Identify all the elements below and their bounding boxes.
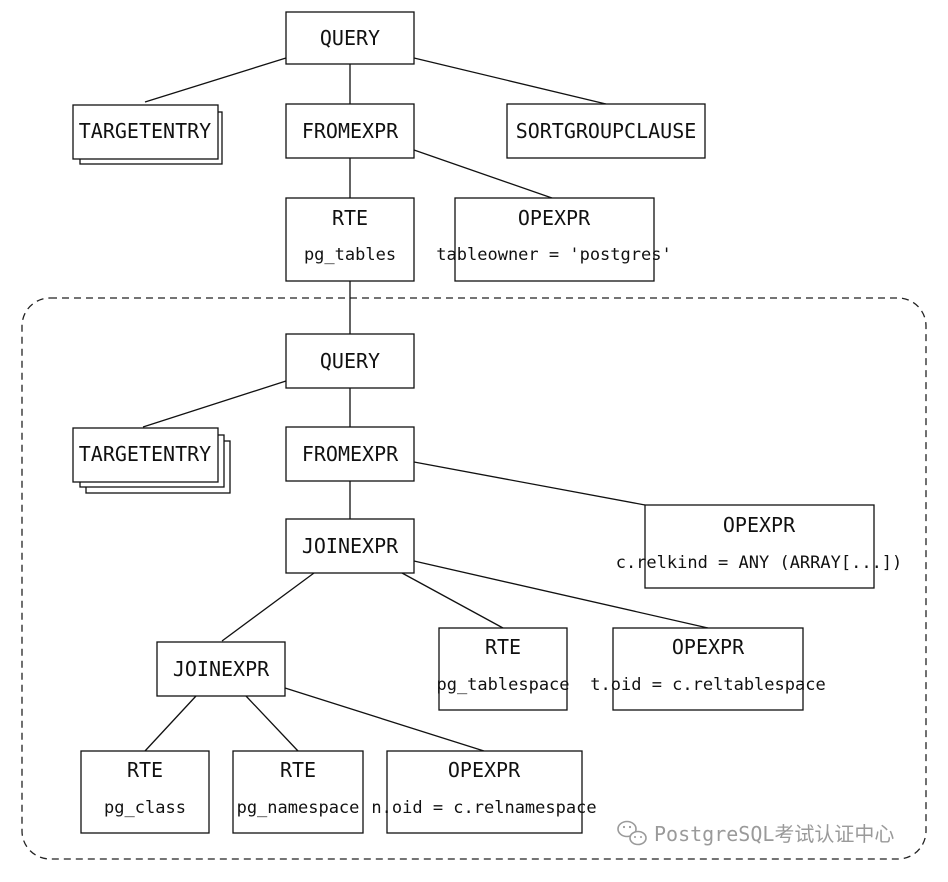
node-subquery-targetentry-label: TARGETENTRY: [79, 442, 211, 466]
node-rte-pg-tablespace: RTE pg_tablespace: [436, 627, 570, 711]
node-rte-title: RTE: [332, 206, 368, 230]
node-opexpr-namespace-title: OPEXPR: [448, 758, 521, 782]
node-rte-tablespace-sub: pg_tablespace: [436, 675, 569, 695]
watermark: PostgreSQL考试认证中心: [617, 820, 894, 846]
node-sortgroupclause: SORTGROUPCLAUSE: [506, 103, 706, 159]
node-opexpr-tablespace: OPEXPR t.oid = c.reltablespace: [590, 627, 826, 711]
node-opexpr-namespace-sub: n.oid = c.relnamespace: [371, 798, 596, 818]
edge-subquery-targetentry: [142, 380, 287, 428]
wechat-icon: [617, 820, 647, 846]
edge-joinexpr-rte-class: [144, 695, 197, 752]
edges-subquery: [142, 380, 709, 752]
node-rte-namespace-sub: pg_namespace: [237, 798, 360, 818]
node-subquery-query-label: QUERY: [320, 349, 380, 373]
node-rte-sub: pg_tables: [304, 245, 396, 265]
node-joinexpr-inner: JOINEXPR: [156, 641, 286, 697]
node-rte-class-title: RTE: [127, 758, 163, 782]
edge-joinexpr-opexpr-tablespace: [413, 560, 709, 629]
node-opexpr-tablespace-sub: t.oid = c.reltablespace: [590, 675, 825, 695]
subquery-frame: [21, 297, 927, 860]
node-targetentry-stack: TARGETENTRY: [72, 104, 223, 165]
node-opexpr-title: OPEXPR: [518, 206, 591, 230]
node-joinexpr-inner-label: JOINEXPR: [173, 657, 270, 681]
edge-joinexpr-opexpr-namespace: [284, 687, 485, 752]
edge-fromexpr-opexpr-relkind: [413, 461, 646, 506]
node-opexpr-tablespace-title: OPEXPR: [672, 635, 745, 659]
node-opexpr-namespace: OPEXPR n.oid = c.relnamespace: [371, 750, 597, 834]
edge-joinexpr-joinexpr: [221, 572, 315, 642]
node-subquery-query: QUERY: [285, 333, 415, 389]
node-opexpr-sub: tableowner = 'postgres': [436, 245, 671, 265]
edge-fromexpr-opexpr: [413, 149, 553, 199]
edge-query-targetentry: [144, 57, 287, 103]
edges-outer: [144, 57, 607, 334]
node-opexpr-tableowner: OPEXPR tableowner = 'postgres': [436, 197, 672, 282]
node-subquery-fromexpr-label: FROMEXPR: [302, 442, 399, 466]
node-joinexpr-top: JOINEXPR: [285, 518, 415, 574]
node-sortgroupclause-label: SORTGROUPCLAUSE: [516, 119, 697, 143]
node-opexpr-relkind: OPEXPR c.relkind = ANY (ARRAY[...]): [616, 504, 903, 589]
node-opexpr-relkind-sub: c.relkind = ANY (ARRAY[...]): [616, 553, 903, 573]
node-joinexpr-top-label: JOINEXPR: [302, 534, 399, 558]
node-subquery-targetentry-stack: TARGETENTRY: [72, 427, 231, 494]
node-opexpr-relkind-title: OPEXPR: [723, 513, 796, 537]
node-rte-pg-tables: RTE pg_tables: [285, 197, 415, 282]
node-rte-tablespace-title: RTE: [485, 635, 521, 659]
watermark-text: PostgreSQL考试认证中心: [654, 822, 894, 846]
edge-joinexpr-rte-tablespace: [401, 572, 504, 629]
node-rte-pg-class: RTE pg_class: [80, 750, 210, 834]
node-rte-class-sub: pg_class: [104, 798, 186, 818]
node-subquery-fromexpr: FROMEXPR: [285, 426, 415, 482]
edge-query-sortgroupclause: [413, 57, 607, 105]
edge-joinexpr-rte-namespace: [245, 695, 299, 752]
node-rte-pg-namespace: RTE pg_namespace: [232, 750, 364, 834]
node-query: QUERY: [285, 11, 415, 65]
node-rte-namespace-title: RTE: [280, 758, 316, 782]
node-fromexpr: FROMEXPR: [285, 103, 415, 159]
node-query-label: QUERY: [320, 26, 380, 50]
node-targetentry-label: TARGETENTRY: [79, 119, 211, 143]
node-fromexpr-label: FROMEXPR: [302, 119, 399, 143]
